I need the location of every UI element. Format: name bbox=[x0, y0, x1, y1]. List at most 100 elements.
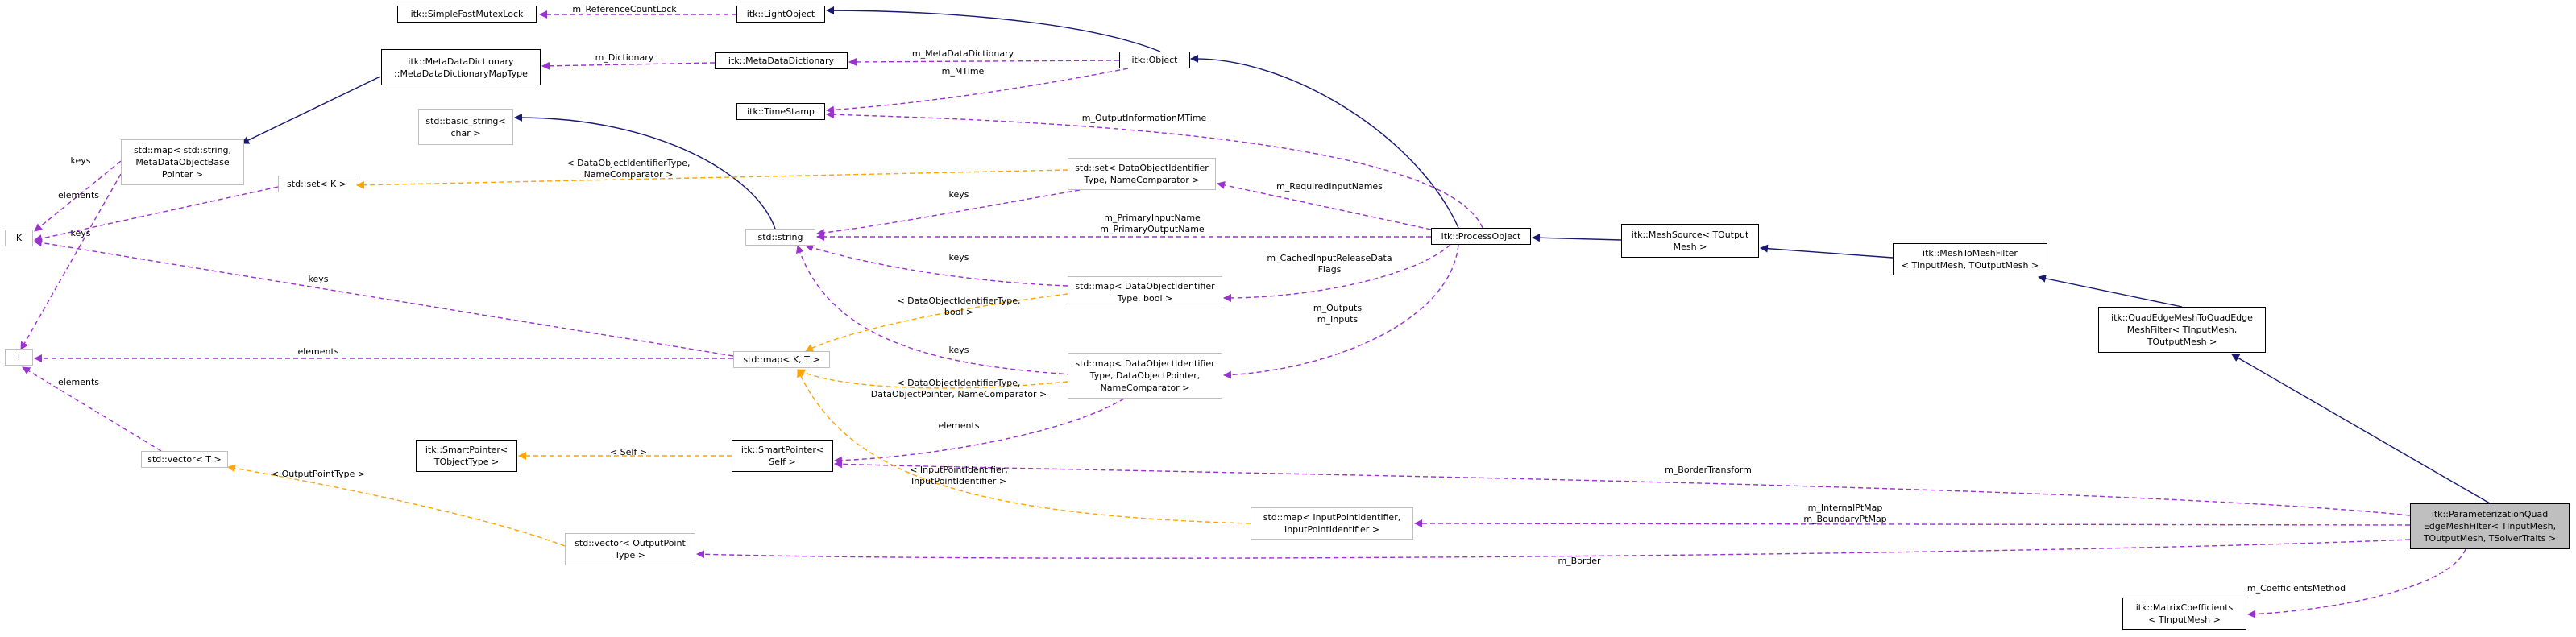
usage-edge bbox=[696, 539, 2411, 559]
node-text-line: Type, NameComparator > bbox=[1084, 175, 1200, 185]
edge-label-line: DataObjectPointer, NameComparator > bbox=[870, 389, 1047, 399]
usage-edge bbox=[795, 245, 1072, 375]
node-text-line: itk::TimeStamp bbox=[747, 106, 815, 117]
edge-label-metadata-dictionary: m_MetaDataDictionary bbox=[902, 48, 1023, 60]
edge-label-line: m_PrimaryOutputName bbox=[1100, 224, 1205, 234]
node-time-stamp[interactable]: itk::TimeStamp bbox=[736, 103, 825, 120]
node-text-line: TObjectType > bbox=[433, 457, 500, 467]
inheritance-edge bbox=[241, 76, 381, 144]
node-itk-object[interactable]: itk::Object bbox=[1119, 52, 1190, 68]
usage-edge bbox=[816, 189, 1081, 237]
edge-label-line: keys bbox=[308, 274, 329, 284]
edge-label-line: m_Dictionary bbox=[595, 52, 654, 63]
usage-edge bbox=[2247, 548, 2466, 618]
usage-edge bbox=[805, 243, 1068, 287]
inheritance-edge bbox=[826, 6, 1161, 52]
usage-edge bbox=[34, 238, 734, 357]
node-mesh-to-mesh-filter[interactable]: itk::MeshToMeshFilter< TInputMesh, TOutp… bbox=[1893, 243, 2047, 275]
node-text-line: char > bbox=[450, 127, 481, 139]
node-text-line: itk::SmartPointer< bbox=[740, 445, 824, 455]
node-std-set-k[interactable]: std::set< K > bbox=[278, 176, 355, 192]
node-metadata-dictionary[interactable]: itk::MetaDataDictionary bbox=[715, 52, 848, 69]
node-text-line: Type, DataObjectPointer, bbox=[1089, 370, 1201, 381]
template-edge bbox=[797, 369, 1068, 389]
usage-edge bbox=[1414, 519, 2411, 528]
edge-label-coefficients-method: m_CoefficientsMethod bbox=[2224, 583, 2369, 594]
node-process-object[interactable]: itk::ProcessObject bbox=[1431, 228, 1531, 245]
usage-edge bbox=[541, 61, 716, 70]
edge-label-line: elements bbox=[57, 377, 100, 387]
edge-label-line: m_MTime bbox=[941, 66, 985, 77]
node-std-vector-t[interactable]: std::vector< T > bbox=[141, 451, 228, 468]
edge-label-line: < DataObjectIdentifierType, bbox=[566, 158, 691, 168]
edge-label-border: m_Border bbox=[1531, 556, 1628, 567]
edge-label-self-template: < Self > bbox=[596, 447, 661, 458]
edges-layer bbox=[20, 6, 2491, 618]
node-matrix-coefficients[interactable]: itk::MatrixCoefficients< TInputMesh > bbox=[2122, 598, 2246, 630]
node-light-object[interactable]: itk::LightObject bbox=[736, 6, 825, 23]
usage-edge bbox=[34, 160, 122, 232]
node-std-map-metadata[interactable]: std::map< std::string,MetaDataObjectBase… bbox=[121, 139, 244, 185]
edge-label-elements-smart: elements bbox=[919, 420, 999, 432]
node-smart-pointer-self[interactable]: itk::SmartPointer<Self > bbox=[732, 440, 833, 472]
edge-label-border-transform: m_BorderTransform bbox=[1644, 465, 1773, 476]
usage-edge bbox=[20, 173, 122, 350]
node-t[interactable]: T bbox=[5, 349, 33, 366]
edge-label-line: m_Inputs bbox=[1317, 314, 1359, 325]
usage-edge bbox=[826, 68, 1129, 114]
usage-edge bbox=[1223, 244, 1451, 302]
edge-label-line: keys bbox=[948, 189, 969, 200]
node-text-line: itk::Object bbox=[1131, 55, 1178, 65]
node-text-line: itk::SmartPointer< bbox=[425, 445, 508, 455]
node-text-line: std::map< DataObjectIdentifier bbox=[1075, 358, 1215, 369]
edge-label-line: m_MetaDataDictionary bbox=[911, 48, 1014, 59]
node-text-line: < TInputMesh, TOutputMesh > bbox=[1901, 260, 2039, 271]
node-text-line: MetaDataObjectBase bbox=[135, 157, 230, 168]
node-text-line: T bbox=[16, 352, 22, 362]
edge-label-required-input-names: m_RequiredInputNames bbox=[1257, 181, 1402, 192]
node-text-line: itk::MetaDataDictionary bbox=[408, 56, 514, 67]
edge-label-inputpoint-template: < InputPointIdentifier,InputPointIdentif… bbox=[886, 465, 1031, 487]
node-std-map-inputpoint[interactable]: std::map< InputPointIdentifier,InputPoin… bbox=[1251, 507, 1413, 540]
node-text-line: itk::LightObject bbox=[746, 9, 815, 19]
edge-label-keys-map: keys bbox=[56, 155, 105, 167]
node-basic-string[interactable]: std::basic_string<char > bbox=[418, 109, 513, 145]
node-std-map-kt[interactable]: std::map< K, T > bbox=[733, 351, 830, 368]
usage-edge bbox=[834, 398, 1125, 465]
node-text-line: < TInputMesh > bbox=[2148, 614, 2221, 625]
usage-edge bbox=[834, 460, 2411, 516]
node-text-line: std::map< K, T > bbox=[743, 354, 820, 365]
node-text-line: itk::MetaDataDictionary bbox=[728, 56, 835, 66]
node-k[interactable]: K bbox=[5, 230, 33, 246]
usage-edge bbox=[22, 366, 162, 452]
edge-label-line: bool > bbox=[944, 307, 974, 317]
usage-edge bbox=[826, 110, 1483, 229]
node-text-line: std::vector< OutputPoint bbox=[575, 538, 686, 548]
inheritance-edge bbox=[514, 113, 776, 230]
inheritance-edge bbox=[1190, 54, 1459, 229]
edge-label-keys-set-k: keys bbox=[56, 228, 105, 239]
node-text-line: std::map< DataObjectIdentifier bbox=[1075, 281, 1215, 292]
node-metadata-dictionary-maptype[interactable]: itk::MetaDataDictionary::MetaDataDiction… bbox=[381, 49, 541, 85]
node-smart-pointer-object[interactable]: itk::SmartPointer<TObjectType > bbox=[416, 440, 517, 472]
edge-label-line: keys bbox=[70, 155, 91, 166]
edge-label-line: m_InternalPtMap bbox=[1807, 503, 1883, 513]
edge-label-line: m_CachedInputReleaseData bbox=[1267, 253, 1392, 263]
usage-edge bbox=[848, 57, 1120, 66]
node-std-string[interactable]: std::string bbox=[745, 229, 815, 246]
node-text-line: Type, bool > bbox=[1117, 293, 1173, 304]
node-simple-fast-mutex-lock[interactable]: itk::SimpleFastMutexLock bbox=[397, 6, 537, 23]
edge-label-line: NameComparator > bbox=[583, 169, 674, 180]
edge-label-elements-vector: elements bbox=[44, 377, 113, 388]
edge-label-dictionary: m_Dictionary bbox=[564, 52, 685, 64]
